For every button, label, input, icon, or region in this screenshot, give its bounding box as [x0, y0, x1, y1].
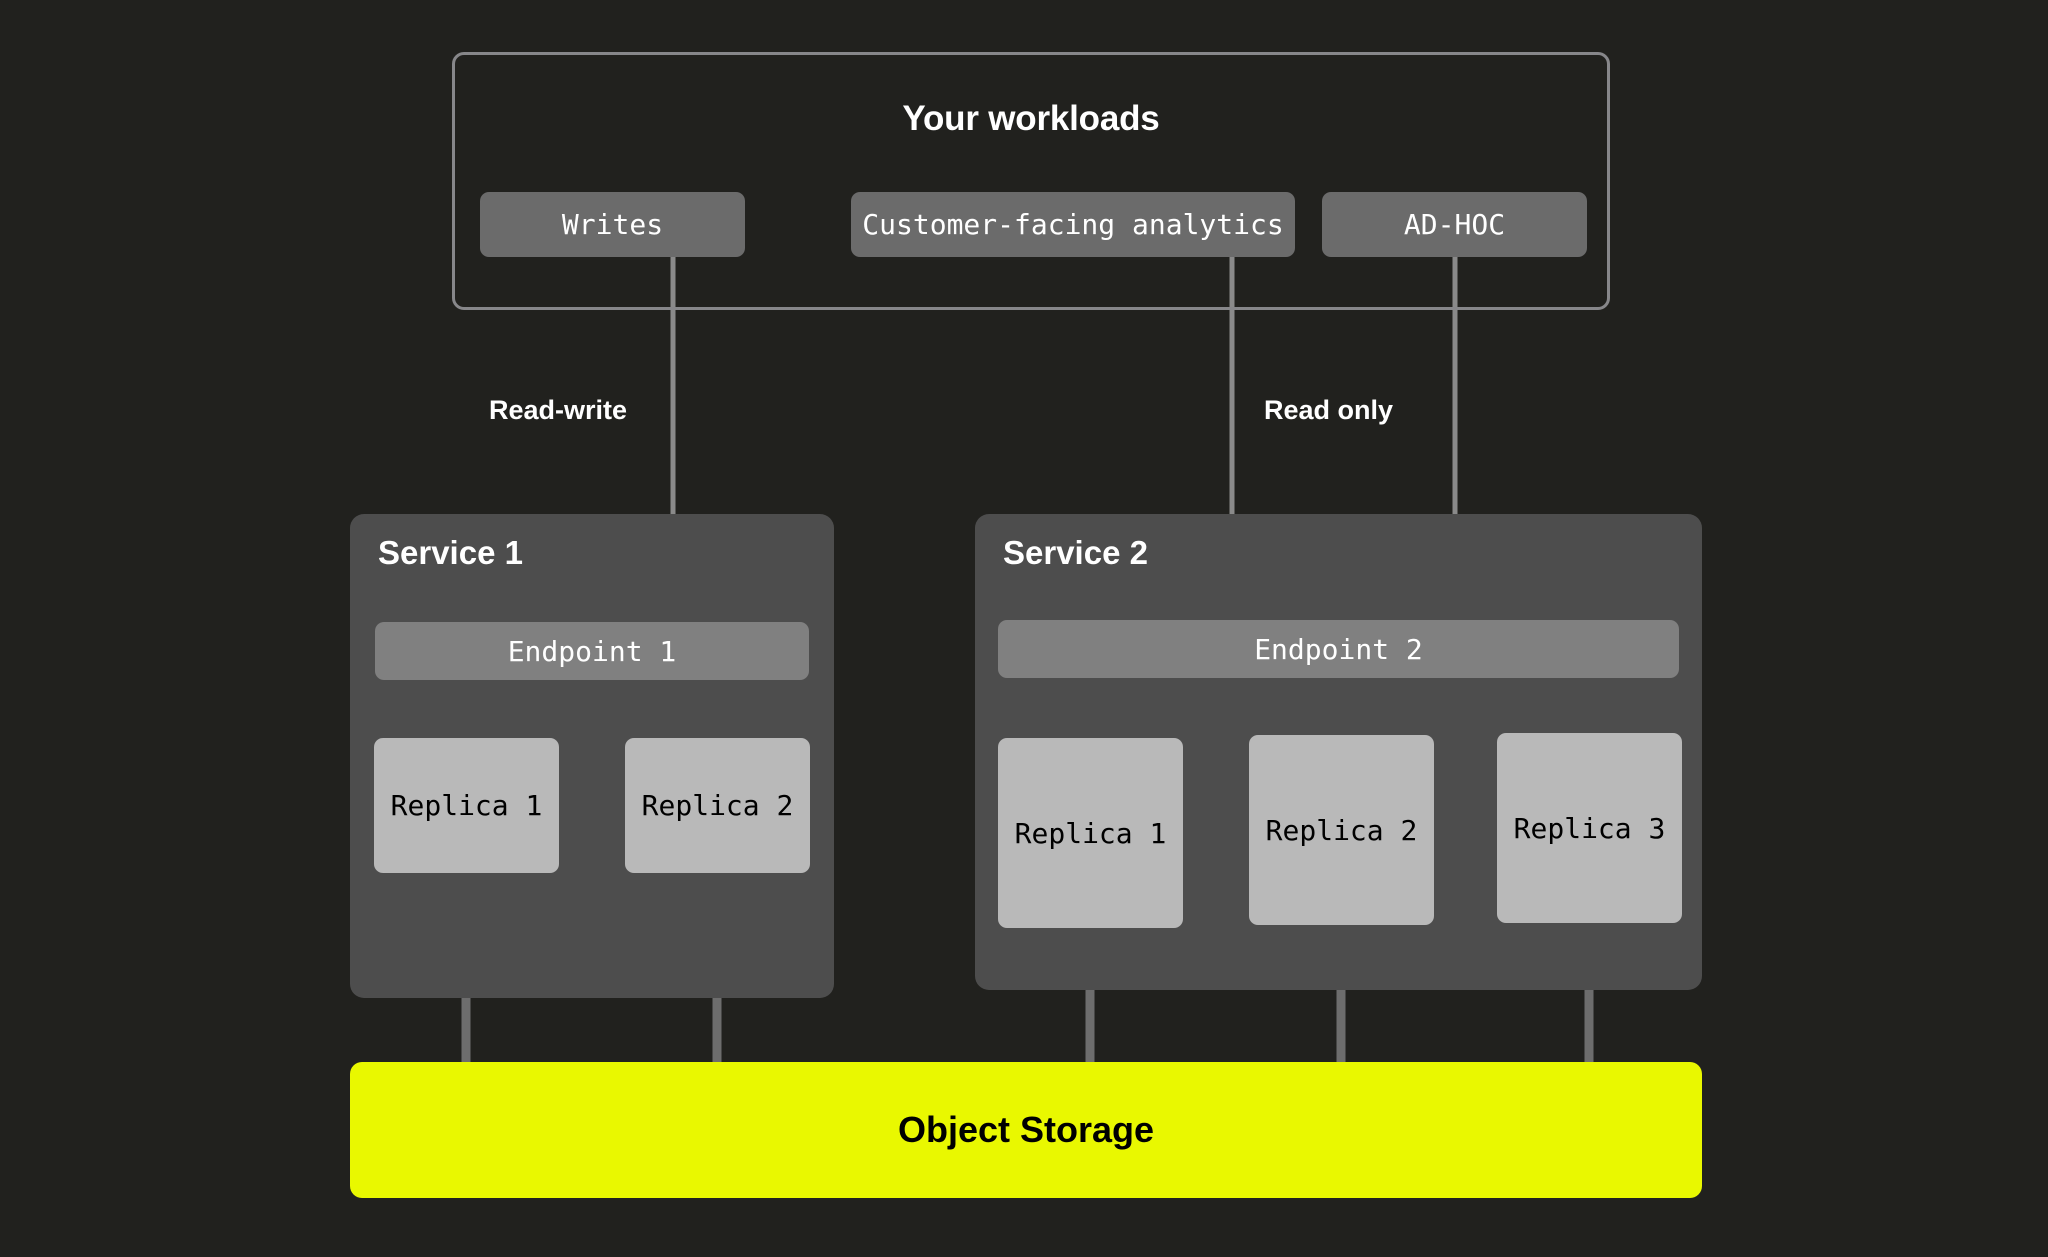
replica-label: Replica 2: [641, 789, 794, 822]
replica-label: Replica 1: [1014, 816, 1167, 850]
edge-label-read-only: Read only: [1264, 395, 1394, 425]
replica-label: Replica 3: [1513, 811, 1666, 845]
object-storage-bar[interactable]: Object Storage: [350, 1062, 1702, 1198]
workload-pill-ad-hoc[interactable]: AD-HOC: [1322, 192, 1587, 257]
workload-pill-writes[interactable]: Writes: [480, 192, 745, 257]
service-2-replica-2[interactable]: Replica 2: [1249, 735, 1434, 925]
workloads-panel: Your workloads: [452, 52, 1610, 310]
workloads-title: Your workloads: [902, 99, 1160, 138]
service-2-replica-1[interactable]: Replica 1: [998, 738, 1183, 928]
replica-label: Replica 2: [1265, 813, 1418, 847]
edge-label-read-write: Read-write: [489, 395, 628, 425]
replica-label: Replica 1: [390, 789, 543, 822]
object-storage-label: Object Storage: [897, 1109, 1155, 1150]
workload-pill-label: AD-HOC: [1403, 208, 1506, 241]
endpoint-label: Endpoint 2: [1254, 632, 1423, 666]
workload-pill-label: Customer-facing analytics: [862, 208, 1284, 241]
service-title: Service 1: [378, 534, 523, 571]
endpoint-2[interactable]: Endpoint 2: [998, 620, 1679, 678]
service-2-replica-3[interactable]: Replica 3: [1497, 733, 1682, 923]
service-1-replica-1[interactable]: Replica 1: [374, 738, 559, 873]
workload-pill-label: Writes: [561, 208, 664, 241]
endpoint-1[interactable]: Endpoint 1: [375, 622, 809, 680]
service-title: Service 2: [1003, 534, 1148, 571]
service-1-replica-2[interactable]: Replica 2: [625, 738, 810, 873]
workload-pill-customer-facing-analytics[interactable]: Customer-facing analytics: [851, 192, 1295, 257]
endpoint-label: Endpoint 1: [507, 634, 677, 668]
